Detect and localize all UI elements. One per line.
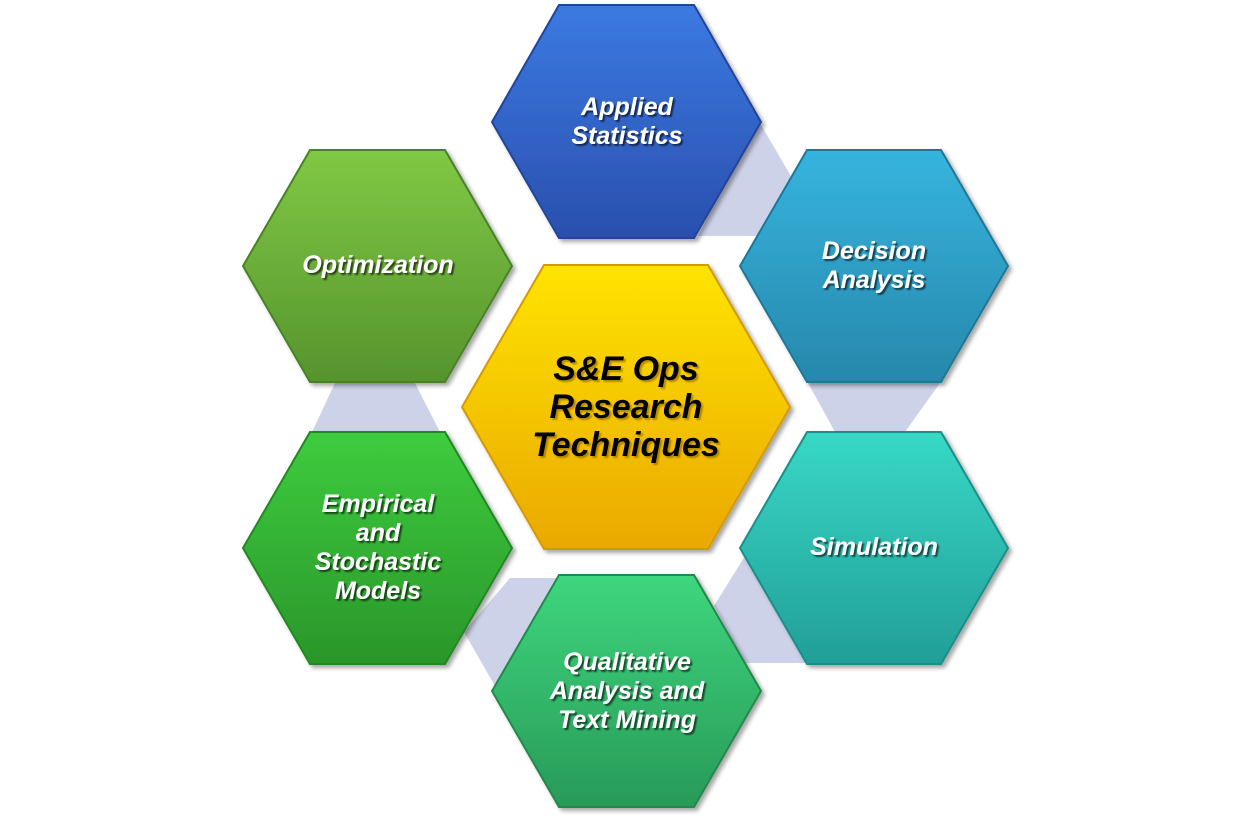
connector-empirical-optimization (312, 383, 440, 432)
label-optimization: Optimization (302, 251, 453, 279)
hex-simulation[interactable]: Simulation (738, 431, 1010, 665)
connector-simulation-qualitative (714, 556, 806, 663)
connector-qualitative-empirical (464, 578, 556, 686)
hex-optimization[interactable]: Optimization (241, 149, 514, 383)
label-simulation: Simulation (810, 533, 938, 561)
connector-decision-simulation (808, 383, 940, 432)
connector-applied-decision (698, 118, 792, 236)
connectors (312, 118, 940, 686)
